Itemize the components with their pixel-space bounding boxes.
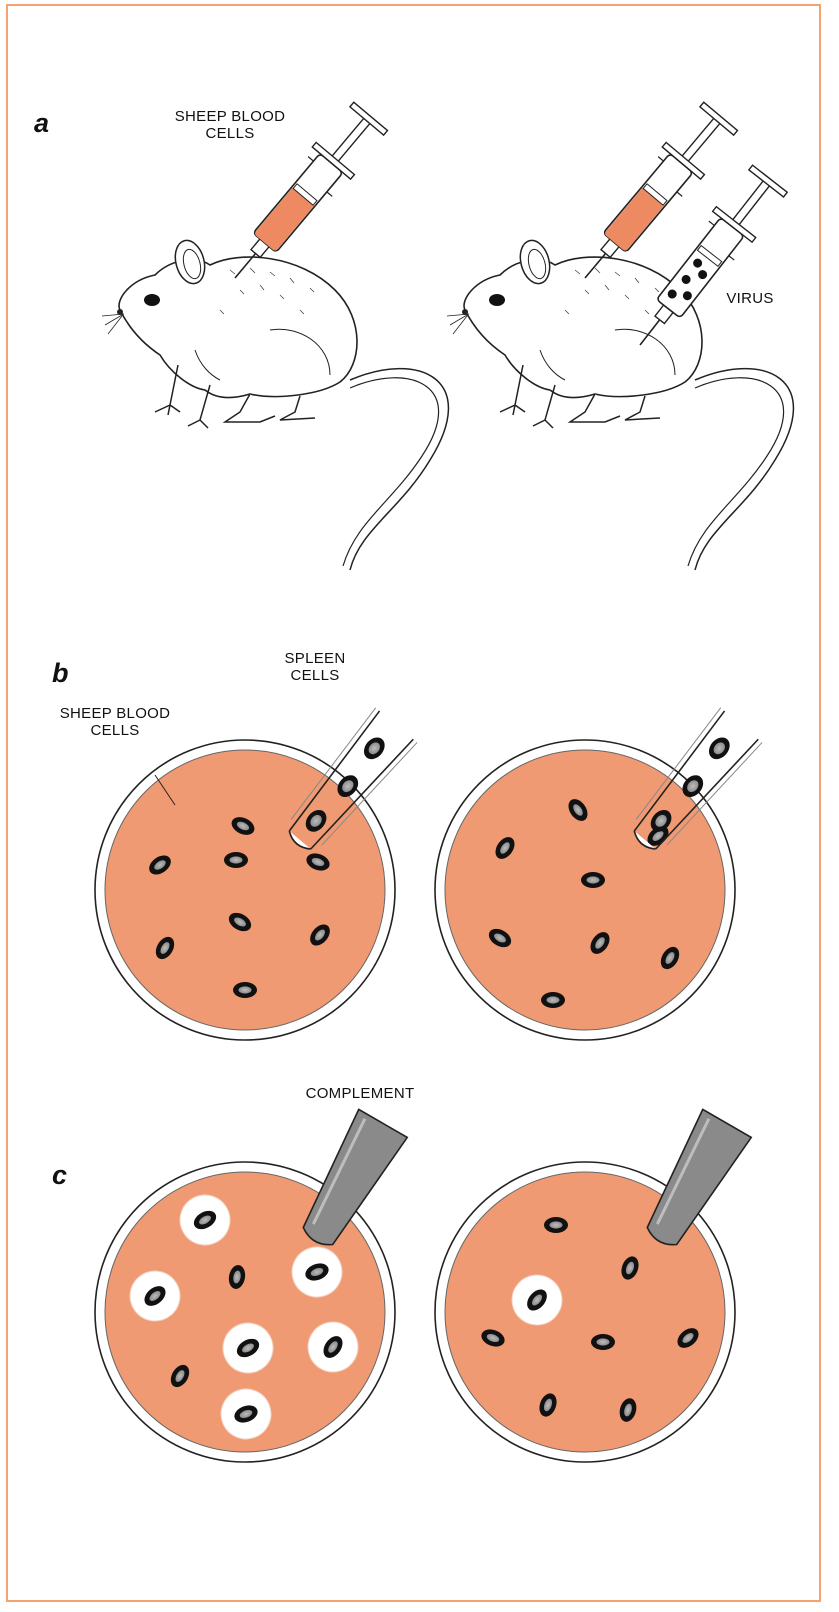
mouse-virus (447, 237, 793, 570)
panel-b (95, 708, 762, 1040)
panel-c (95, 1109, 751, 1462)
panel-a (102, 100, 793, 570)
mouse-control (102, 237, 448, 570)
